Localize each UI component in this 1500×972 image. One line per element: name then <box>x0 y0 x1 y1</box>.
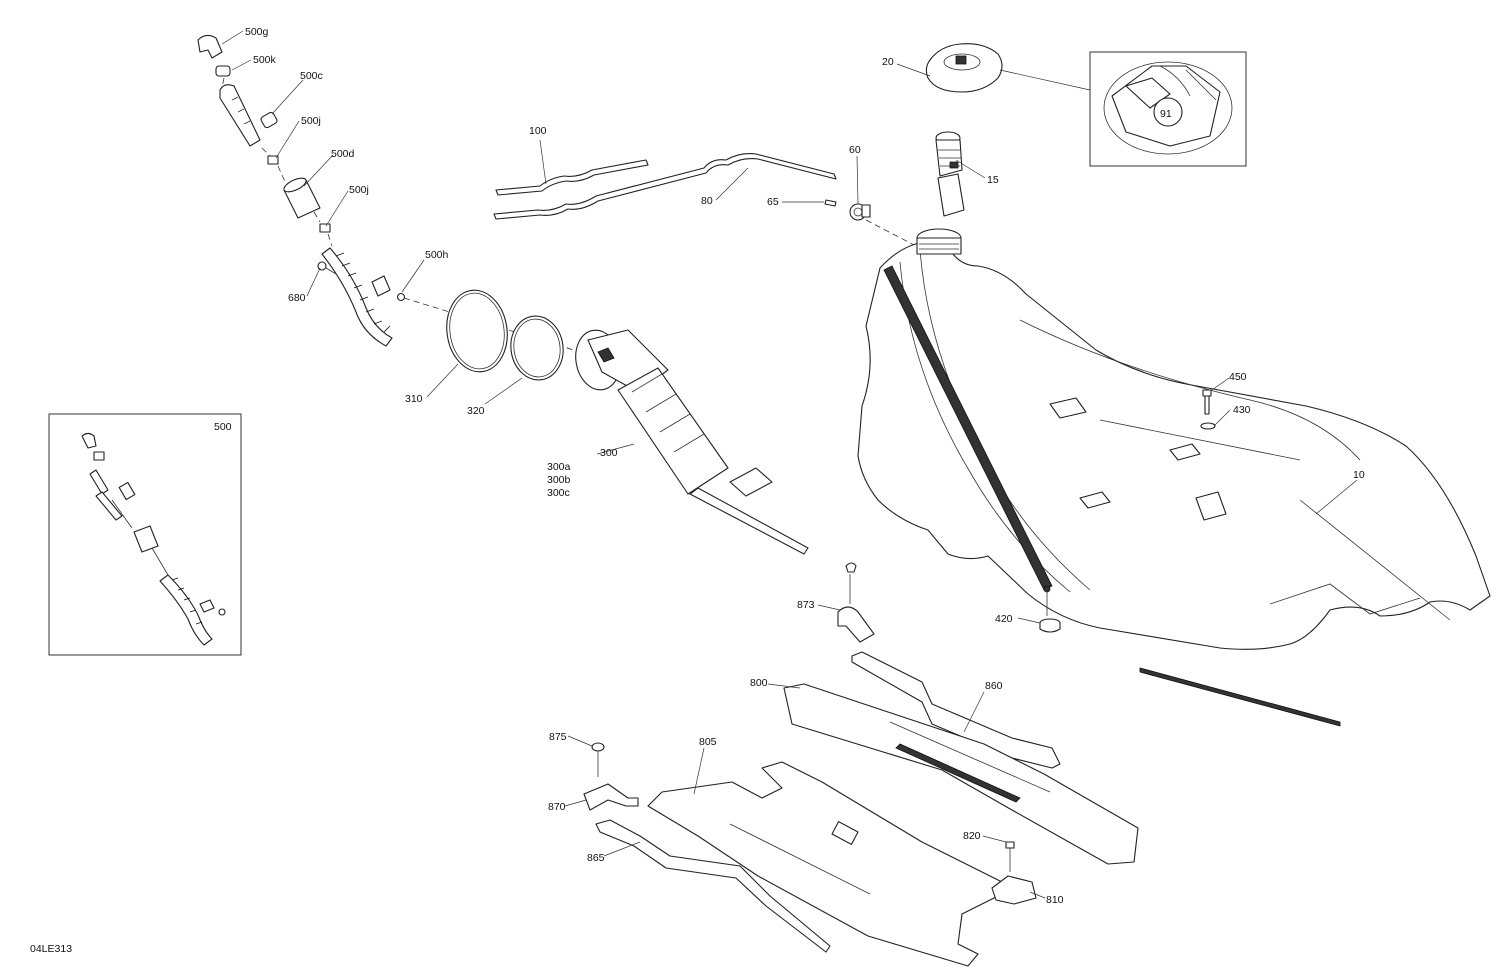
inset-500-assembly: 500 <box>48 413 242 656</box>
fuel-line-80-icon <box>493 153 837 220</box>
screw-820-icon <box>1005 841 1015 872</box>
leader-lines <box>221 30 1358 899</box>
part-labels: 500g 500k 500c 500j 500d 500j 500h 680 3… <box>245 26 1365 906</box>
screw-875-icon <box>591 742 605 777</box>
ring-500j-b-icon <box>319 223 331 233</box>
label-500j-b: 500j <box>349 184 369 196</box>
label-420: 420 <box>995 613 1013 625</box>
filler-neck-15-icon <box>935 131 965 217</box>
inset-hose-assembly-icon <box>81 432 226 646</box>
label-810: 810 <box>1046 894 1064 906</box>
label-680: 680 <box>288 292 306 304</box>
label-500j-a: 500j <box>301 115 321 127</box>
ring-500k-icon <box>215 65 231 77</box>
label-300c: 300c <box>547 487 570 499</box>
diagram-id: 04LE313 <box>30 943 72 955</box>
rubber-pad-420-icon <box>1039 585 1061 633</box>
ring-320-icon <box>510 315 564 381</box>
inset-label-500: 500 <box>214 421 232 433</box>
label-820: 820 <box>963 830 981 842</box>
label-20: 20 <box>882 56 894 68</box>
fuel-cap-detail-inset: 91 <box>1089 51 1247 167</box>
clip-810-icon <box>991 875 1037 905</box>
connector-hose-icon <box>219 84 261 147</box>
valve-60-icon <box>849 203 871 221</box>
svg-text:91: 91 <box>1160 108 1172 120</box>
label-805: 805 <box>699 736 717 748</box>
label-860: 860 <box>985 680 1003 692</box>
label-300b: 300b <box>547 474 571 486</box>
label-320: 320 <box>467 405 485 417</box>
label-450: 450 <box>1229 371 1247 383</box>
screw-450-icon <box>1202 389 1212 415</box>
fuel-tank-10-icon <box>857 228 1491 727</box>
fuel-lines-100-80 <box>493 153 837 220</box>
label-500g: 500g <box>245 26 269 38</box>
corrugated-hose-icon <box>321 247 393 347</box>
label-873: 873 <box>797 599 815 611</box>
label-500c: 500c <box>300 70 323 82</box>
label-300: 300 <box>600 447 618 459</box>
screw-65-icon <box>824 199 837 207</box>
ring-500j-a-icon <box>267 155 279 165</box>
clamp-500c-icon <box>260 111 278 129</box>
label-865: 865 <box>587 852 605 864</box>
label-10: 10 <box>1353 469 1365 481</box>
label-875: 875 <box>549 731 567 743</box>
strap-865-icon <box>595 819 831 953</box>
label-60: 60 <box>849 144 861 156</box>
fuel-line-100-icon <box>495 159 649 196</box>
clip-870-icon <box>583 783 639 811</box>
label-100: 100 <box>529 125 547 137</box>
label-300a: 300a <box>547 461 571 473</box>
fitting-500h-icon <box>371 275 391 297</box>
fuel-hose-filter-chain <box>197 34 406 347</box>
washer-430-icon <box>1200 422 1216 430</box>
strap-860-icon <box>851 651 1061 769</box>
label-500k: 500k <box>253 54 277 66</box>
screw-680-icon <box>317 261 327 271</box>
label-500h: 500h <box>425 249 449 261</box>
label-15: 15 <box>987 174 999 186</box>
label-310: 310 <box>405 393 423 405</box>
label-430: 430 <box>1233 404 1251 416</box>
label-870: 870 <box>548 801 566 813</box>
fuel-pump-module-300-icon <box>575 329 809 555</box>
ring-310-icon <box>446 289 508 373</box>
clip-873-icon <box>837 562 875 643</box>
label-500d: 500d <box>331 148 355 160</box>
label-80: 80 <box>701 195 713 207</box>
label-800: 800 <box>750 677 768 689</box>
label-65: 65 <box>767 196 779 208</box>
fuel-cap-20-icon <box>925 43 1003 93</box>
elbow-fitting-500g-icon <box>197 34 223 59</box>
